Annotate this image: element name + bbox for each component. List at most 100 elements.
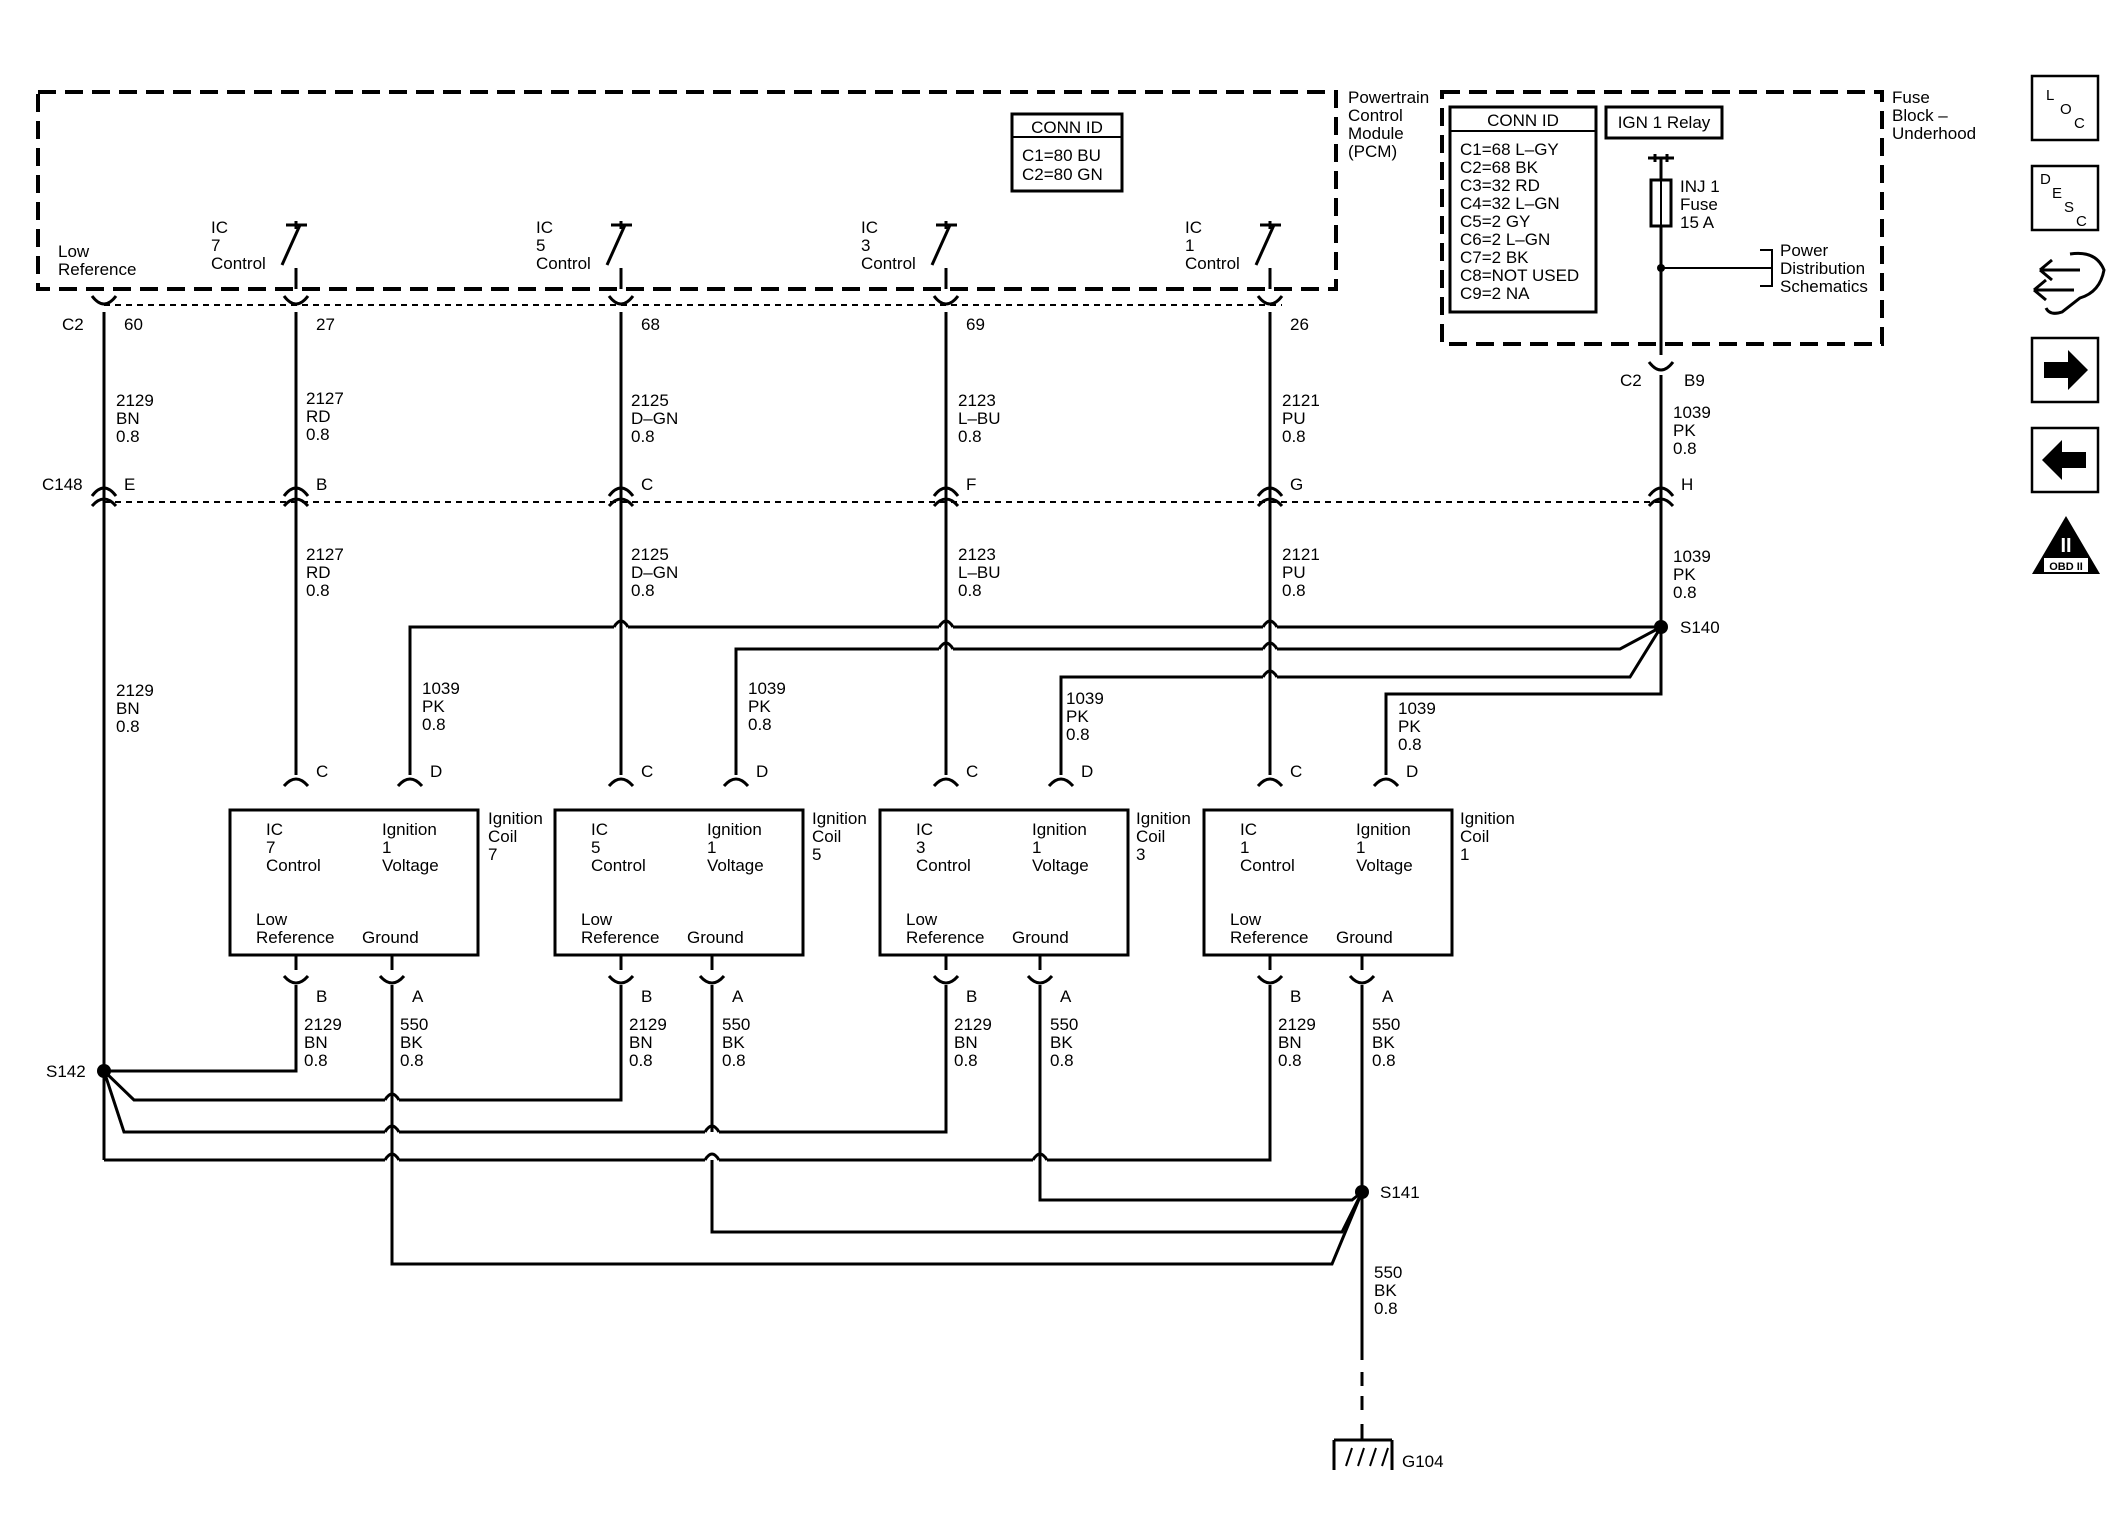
pcm-pin: 27 bbox=[316, 315, 335, 334]
pcm-conn-id-box bbox=[1010, 112, 1124, 193]
pcm-pin: 68 bbox=[641, 315, 660, 334]
desc-icon[interactable]: D E S C bbox=[2030, 164, 2100, 232]
s142-label: S142 bbox=[46, 1062, 86, 1081]
fuse-block-pin: B9 bbox=[1684, 371, 1705, 390]
svg-text:D: D bbox=[2040, 171, 2051, 188]
coil-pin: B bbox=[316, 987, 327, 1006]
pcm-conn-id-title: CONN ID bbox=[1031, 118, 1103, 137]
nav-icons: L O C D E S C II OBD II bbox=[2030, 74, 2106, 574]
coil-pin: C bbox=[316, 762, 328, 781]
pcm-module: Powertrain Control Module (PCM) CONN ID … bbox=[36, 88, 1434, 291]
inj1-fuse-label: INJ 1 Fuse 15 A bbox=[1680, 177, 1724, 232]
svg-text:E: E bbox=[2052, 185, 2062, 202]
c148-pin: B bbox=[316, 475, 327, 494]
loc-icon[interactable]: L O C bbox=[2030, 74, 2100, 142]
pcm-conn-id-row: C2=80 GN bbox=[1022, 165, 1103, 184]
arrow-left-icon[interactable] bbox=[2030, 426, 2100, 494]
ign1-relay-label: IGN 1 Relay bbox=[1618, 113, 1711, 132]
connector-icon[interactable] bbox=[2033, 251, 2106, 315]
coil-ground-label: Ground bbox=[362, 928, 419, 947]
s141-label: S141 bbox=[1380, 1183, 1420, 1202]
c148-pin: H bbox=[1681, 475, 1693, 494]
coil-pin: D bbox=[756, 762, 768, 781]
pcm-boundary bbox=[36, 90, 1338, 291]
coil-pin: A bbox=[412, 987, 424, 1006]
main-wires bbox=[102, 312, 1663, 1160]
coil-pin: D bbox=[1406, 762, 1418, 781]
pcm-title: Powertrain Control Module (PCM) bbox=[1348, 88, 1434, 161]
fuse-block-connector-label: C2 bbox=[1620, 371, 1642, 390]
arrow-right-icon[interactable] bbox=[2030, 336, 2100, 404]
coil-pin: B bbox=[1290, 987, 1301, 1006]
pcm-pin: 26 bbox=[1290, 315, 1309, 334]
svg-text:C: C bbox=[2076, 213, 2087, 230]
fuse-block-conn-id-box bbox=[1448, 105, 1598, 314]
coil-pin: C bbox=[641, 762, 653, 781]
coil-pin: A bbox=[1382, 987, 1394, 1006]
power-distribution-label: Power Distribution Schematics bbox=[1780, 241, 1870, 296]
pcm-pin: 69 bbox=[966, 315, 985, 334]
svg-text:O: O bbox=[2060, 101, 2072, 118]
coil-ground-label: Ground bbox=[687, 928, 744, 947]
obd-ii-icon[interactable]: II OBD II bbox=[2032, 516, 2100, 574]
coil-pin: C bbox=[966, 762, 978, 781]
pcm-pin: 60 bbox=[124, 315, 143, 334]
coil-pin: D bbox=[1081, 762, 1093, 781]
coil-ground-label: Ground bbox=[1012, 928, 1069, 947]
c148-connector: C148 E B C F G H bbox=[42, 475, 1693, 508]
c148-label: C148 bbox=[42, 475, 83, 494]
ign1-relay-box bbox=[1604, 105, 1724, 140]
fuse-block-conn-id-rows: C1=68 L–GY C2=68 BK C3=32 RD C4=32 L–GN … bbox=[1460, 140, 1584, 303]
pcm-low-reference-label: Low Reference bbox=[58, 242, 136, 279]
svg-text:C: C bbox=[2074, 115, 2085, 132]
fuse-block-title: Fuse Block – Underhood bbox=[1892, 88, 1976, 143]
c148-pin: E bbox=[124, 475, 135, 494]
pcm-c2-connector: C2 60 27 68 69 26 bbox=[62, 295, 1309, 334]
s140-feed-wires: S140 bbox=[408, 618, 1720, 775]
c148-pin: G bbox=[1290, 475, 1303, 494]
svg-text:OBD II: OBD II bbox=[2049, 561, 2083, 573]
coil-pin: C bbox=[1290, 762, 1302, 781]
svg-text:L: L bbox=[2046, 87, 2054, 104]
coil-ground-label: Ground bbox=[1336, 928, 1393, 947]
ground-label: G104 bbox=[1402, 1452, 1444, 1471]
s140-label: S140 bbox=[1680, 618, 1720, 637]
s142-low-reference-wires: S142 bbox=[46, 985, 1272, 1162]
